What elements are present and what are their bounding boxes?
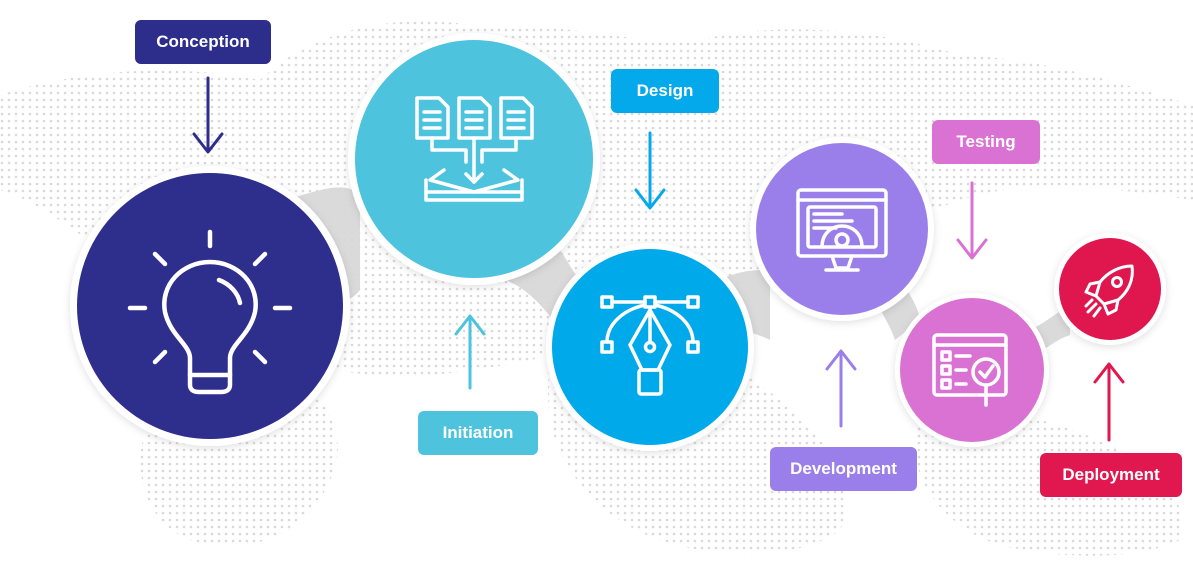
label-development: Development: [770, 447, 917, 491]
arrow-development: [825, 349, 857, 428]
label-deployment: Deployment: [1040, 453, 1182, 497]
arrow-design: [634, 131, 666, 210]
browser-checklist-magnifier-icon: [932, 333, 1008, 407]
documents-to-box-icon: [415, 96, 534, 202]
label-conception: Conception: [135, 20, 271, 64]
arrows: [192, 76, 1125, 442]
label-testing: Testing: [932, 120, 1040, 164]
arrow-conception: [192, 76, 224, 154]
arrow-testing: [956, 181, 988, 260]
monitor-code-gear-icon: [796, 188, 888, 272]
arrow-deployment: [1093, 362, 1125, 442]
pen-tool-bezier-icon: [600, 295, 700, 396]
arrow-initiation: [454, 314, 486, 390]
label-initiation: Initiation: [418, 411, 538, 455]
label-design: Design: [611, 69, 719, 113]
lightbulb-icon: [127, 229, 293, 395]
rocket-icon: [1084, 264, 1134, 318]
